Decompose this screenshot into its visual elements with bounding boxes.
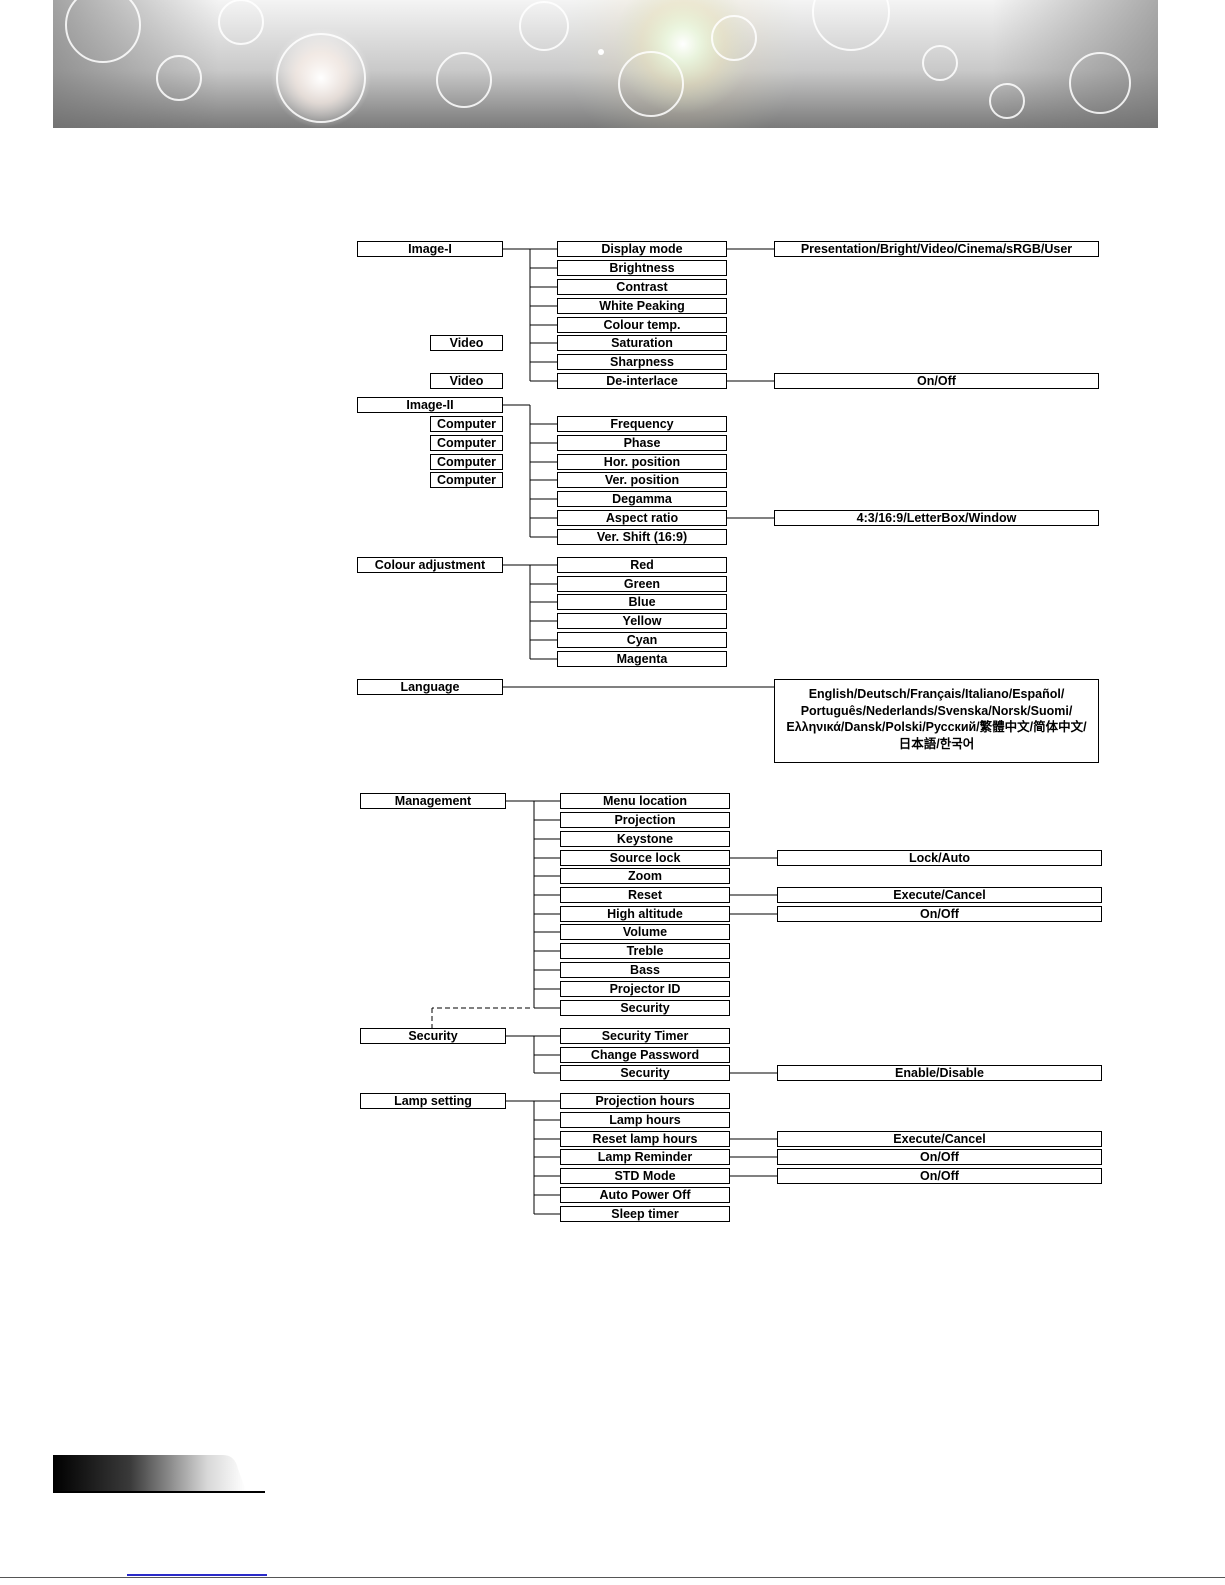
menu-item-brightness: Brightness — [557, 260, 727, 276]
page-tab-graphic — [53, 1455, 265, 1493]
menu-item-reset: Reset — [560, 887, 730, 903]
language-options-line: Ελληνικά/Dansk/Polski/Русский/繁體中文/简体中文/ — [786, 720, 1087, 734]
menu-item-reset-lamp-hours: Reset lamp hours — [560, 1131, 730, 1147]
menu-item-colour-temp: Colour temp. — [557, 317, 727, 333]
menu-item-zoom: Zoom — [560, 868, 730, 884]
menu-root-image1: Image-I — [357, 241, 503, 257]
menu-root-colour: Colour adjustment — [357, 557, 503, 573]
menu-item-volume: Volume — [560, 924, 730, 940]
menu-item-sharpness: Sharpness — [557, 354, 727, 370]
opt-std-mode: On/Off — [777, 1168, 1102, 1184]
menu-item-security-timer: Security Timer — [560, 1028, 730, 1044]
menu-item-source-lock: Source lock — [560, 850, 730, 866]
menu-item-contrast: Contrast — [557, 279, 727, 295]
opt-security: Enable/Disable — [777, 1065, 1102, 1081]
opt-de-interlace: On/Off — [774, 373, 1099, 389]
menu-item-hor-position: Hor. position — [557, 454, 727, 470]
opt-reset: Execute/Cancel — [777, 887, 1102, 903]
menu-item-auto-power-off: Auto Power Off — [560, 1187, 730, 1203]
menu-item-de-interlace: De-interlace — [557, 373, 727, 389]
menu-root-security: Security — [360, 1028, 506, 1044]
menu-item-security-sub: Security — [560, 1065, 730, 1081]
menu-item-green: Green — [557, 576, 727, 592]
menu-root-image2: Image-II — [357, 397, 503, 413]
menu-item-menu-location: Menu location — [560, 793, 730, 809]
menu-item-magenta: Magenta — [557, 651, 727, 667]
language-options-line: English/Deutsch/Français/Italiano/Españo… — [808, 687, 1065, 701]
opt-aspect-ratio: 4:3/16:9/LetterBox/Window — [774, 510, 1099, 526]
menu-item-projection: Projection — [560, 812, 730, 828]
language-options-line: Português/Nederlands/Svenska/Norsk/Suomi… — [800, 703, 1073, 718]
menu-item-security-item: Security — [560, 1000, 730, 1016]
menu-root-lamp: Lamp setting — [360, 1093, 506, 1109]
menu-item-aspect-ratio: Aspect ratio — [557, 510, 727, 526]
tag-computer-hor: Computer — [430, 454, 503, 470]
menu-item-std-mode: STD Mode — [560, 1168, 730, 1184]
menu-item-sleep-timer: Sleep timer — [560, 1206, 730, 1222]
tag-video-saturation: Video — [430, 335, 503, 351]
menu-item-lamp-reminder: Lamp Reminder — [560, 1149, 730, 1165]
menu-item-keystone: Keystone — [560, 831, 730, 847]
menu-item-ver-position: Ver. position — [557, 472, 727, 488]
menu-item-red: Red — [557, 557, 727, 573]
tag-video-deinterlace: Video — [430, 373, 503, 389]
footer-link-underline — [127, 1574, 267, 1576]
bokeh-circles-banner — [53, 0, 1158, 128]
menu-root-language: Language — [357, 679, 503, 695]
opt-lamp-reminder: On/Off — [777, 1149, 1102, 1165]
menu-item-degamma: Degamma — [557, 491, 727, 507]
menu-item-bass: Bass — [560, 962, 730, 978]
tag-computer-ver: Computer — [430, 472, 503, 488]
opt-high-altitude: On/Off — [777, 906, 1102, 922]
menu-item-frequency: Frequency — [557, 416, 727, 432]
menu-item-saturation: Saturation — [557, 335, 727, 351]
menu-item-ver-shift: Ver. Shift (16:9) — [557, 529, 727, 545]
menu-item-cyan: Cyan — [557, 632, 727, 648]
menu-item-white-peaking: White Peaking — [557, 298, 727, 314]
menu-item-high-altitude: High altitude — [560, 906, 730, 922]
menu-item-treble: Treble — [560, 943, 730, 959]
footer-rule — [0, 1577, 1225, 1578]
menu-item-projector-id: Projector ID — [560, 981, 730, 997]
tag-computer-frequency: Computer — [430, 416, 503, 432]
menu-item-yellow: Yellow — [557, 613, 727, 629]
menu-item-display-mode: Display mode — [557, 241, 727, 257]
menu-item-change-password: Change Password — [560, 1047, 730, 1063]
opt-source-lock: Lock/Auto — [777, 850, 1102, 866]
opt-language: English/Deutsch/Français/Italiano/Españo… — [774, 679, 1099, 763]
language-options-line: 日本語/한국어 — [898, 736, 975, 751]
menu-item-projection-hours: Projection hours — [560, 1093, 730, 1109]
menu-root-management: Management — [360, 793, 506, 809]
opt-reset-lamp-hours: Execute/Cancel — [777, 1131, 1102, 1147]
menu-item-phase: Phase — [557, 435, 727, 451]
tag-computer-phase: Computer — [430, 435, 503, 451]
opt-display-mode: Presentation/Bright/Video/Cinema/sRGB/Us… — [774, 241, 1099, 257]
menu-item-blue: Blue — [557, 594, 727, 610]
menu-item-lamp-hours: Lamp hours — [560, 1112, 730, 1128]
